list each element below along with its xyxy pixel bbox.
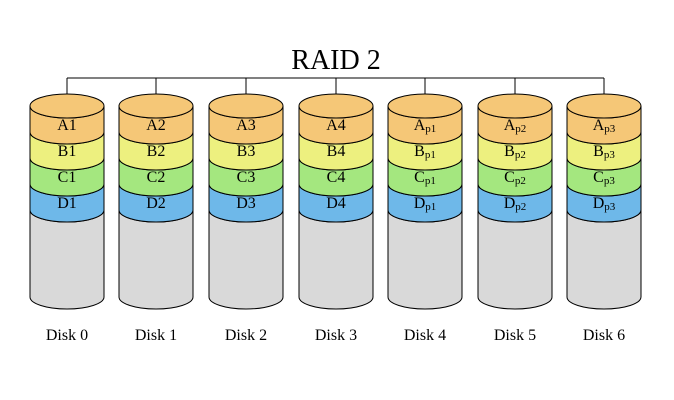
disk-empty-space (29, 209, 105, 310)
diagram-title: RAID 2 (291, 45, 380, 76)
connector-lines (66, 77, 605, 106)
block-label: A2 (146, 117, 166, 134)
block-label: D1 (57, 195, 77, 212)
disk-empty-space (208, 209, 284, 310)
disk-label: Disk 5 (494, 327, 536, 344)
block-label: Dp1 (414, 195, 437, 213)
block-label: B1 (58, 143, 77, 160)
block-label: Cp2 (504, 169, 526, 187)
block-label: Bp2 (504, 143, 526, 161)
disk-label: Disk 6 (583, 327, 625, 344)
disk-label: Disk 0 (46, 327, 88, 344)
block-label: B2 (147, 143, 166, 160)
block-label: Cp3 (593, 169, 615, 187)
block-label: D3 (236, 195, 256, 212)
block-label: Cp1 (414, 169, 436, 187)
block-label: B4 (327, 143, 346, 160)
disk-top-cap (477, 93, 553, 119)
block-label: Ap3 (593, 117, 616, 135)
disk-empty-space (566, 209, 642, 310)
disk-label: Disk 3 (315, 327, 357, 344)
block-label: Bp3 (593, 143, 615, 161)
disk-top-cap (298, 93, 374, 119)
disk-empty-space (118, 209, 194, 310)
disk-top-cap (566, 93, 642, 119)
block-label: C2 (147, 169, 166, 186)
block-label: A3 (236, 117, 256, 134)
block-label: C3 (237, 169, 256, 186)
disk-label: Disk 4 (404, 327, 446, 344)
block-label: C4 (327, 169, 346, 186)
disk-empty-space (387, 209, 463, 310)
block-label: Ap1 (414, 117, 437, 135)
block-label: B3 (237, 143, 256, 160)
disk-top-cap (29, 93, 105, 119)
block-label: Dp2 (504, 195, 527, 213)
block-label: A4 (326, 117, 346, 134)
block-label: D4 (326, 195, 346, 212)
disk-top-cap (208, 93, 284, 119)
block-label: C1 (58, 169, 77, 186)
block-label: Dp3 (593, 195, 616, 213)
disk-top-cap (118, 93, 194, 119)
disk-empty-space (298, 209, 374, 310)
disk-label: Disk 2 (225, 327, 267, 344)
disk-empty-space (477, 209, 553, 310)
disk-label: Disk 1 (135, 327, 177, 344)
disk-top-cap (387, 93, 463, 119)
block-label: D2 (146, 195, 166, 212)
block-label: A1 (57, 117, 77, 134)
block-label: Ap2 (504, 117, 527, 135)
block-label: Bp1 (414, 143, 436, 161)
